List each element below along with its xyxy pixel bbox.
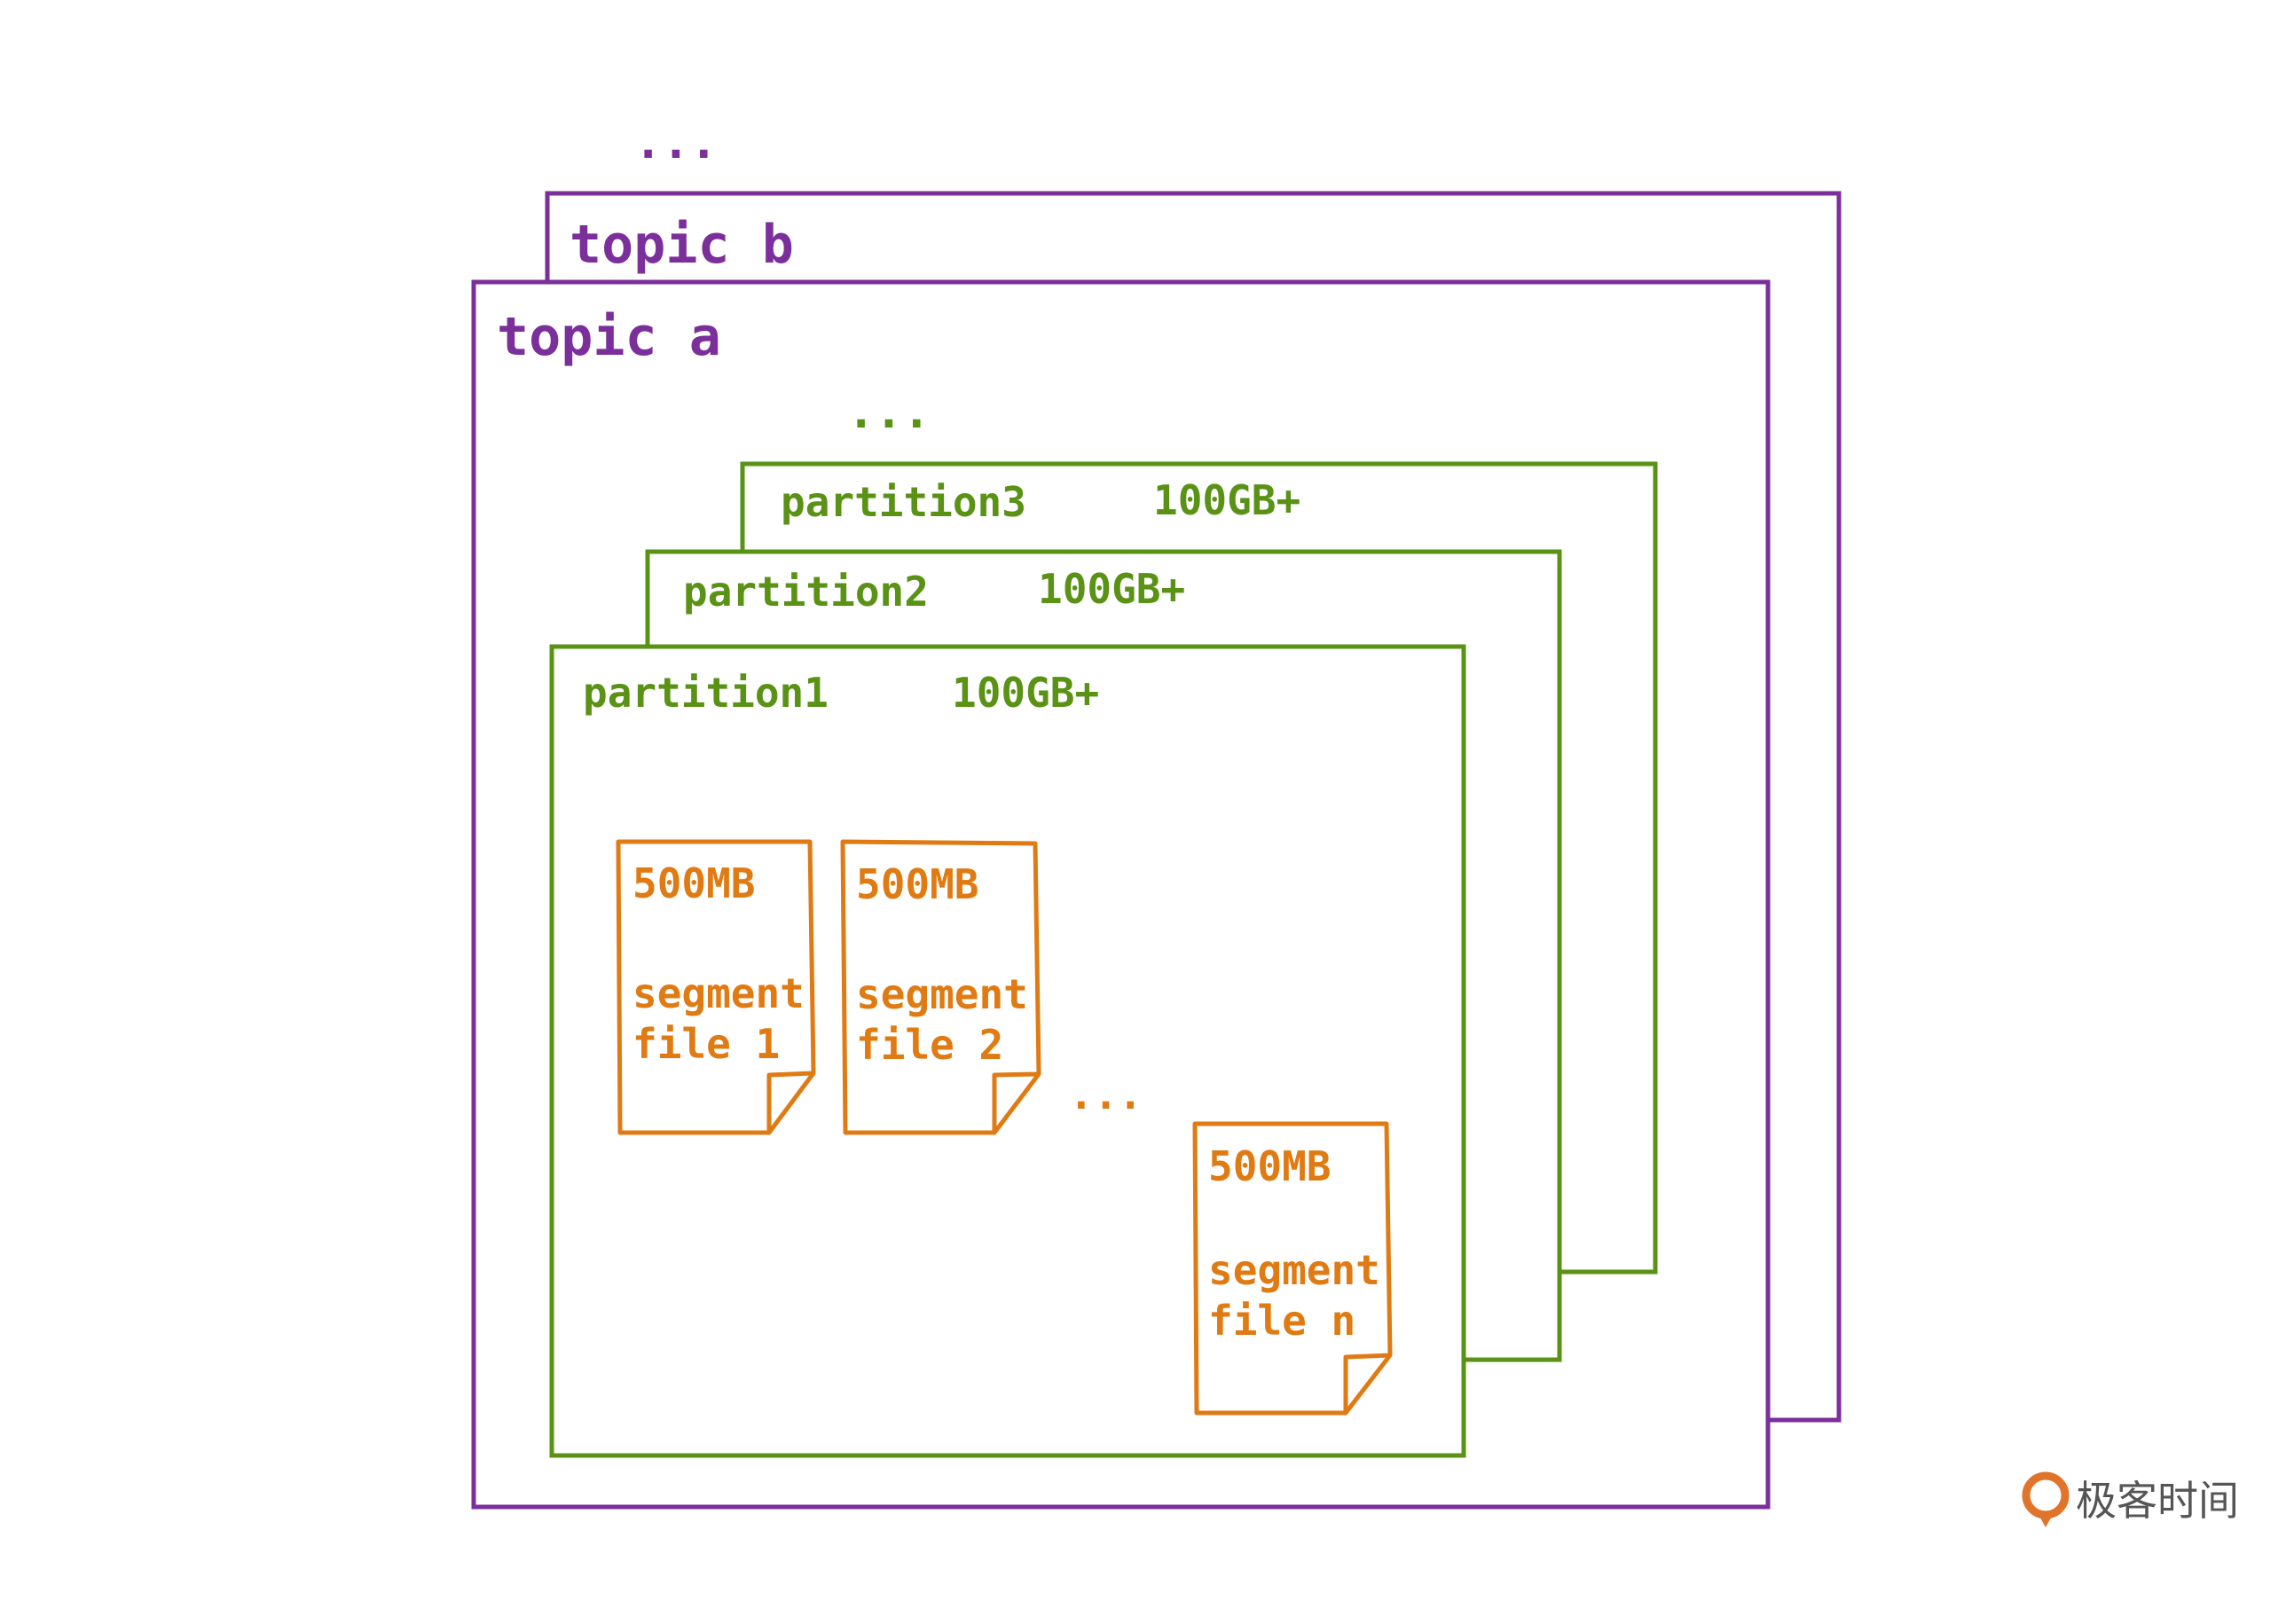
partition3-name: partition3 bbox=[781, 478, 1026, 526]
partition2-size: 100GB+ bbox=[1038, 565, 1185, 613]
segment-1-size: 500MB bbox=[632, 859, 755, 907]
segment-n-line1: segment bbox=[1208, 1246, 1380, 1294]
segment-2-line1: segment bbox=[856, 970, 1028, 1018]
topic-more-label: ... bbox=[634, 116, 718, 169]
partition2-name: partition2 bbox=[683, 568, 929, 616]
topic-a-label: topic a bbox=[497, 306, 721, 368]
segment-file-2: 500MB segment file 2 bbox=[840, 839, 1041, 1135]
geektime-logo-icon bbox=[2022, 1471, 2070, 1527]
segment-file-1: 500MB segment file 1 bbox=[616, 839, 816, 1135]
document-icon bbox=[616, 839, 816, 1135]
partition-more-label: ... bbox=[847, 386, 931, 439]
topic-b-label: topic b bbox=[570, 214, 794, 276]
topic-a-frame bbox=[471, 279, 1771, 1510]
segment-n-line2: file n bbox=[1208, 1297, 1355, 1345]
brand-name: 极客时间 bbox=[2076, 1477, 2239, 1525]
partition3-size: 100GB+ bbox=[1153, 476, 1300, 524]
brand-logo: 极客时间 bbox=[2022, 1471, 2239, 1527]
segment-more-label: ... bbox=[1069, 1071, 1143, 1118]
segment-1-line1: segment bbox=[632, 969, 805, 1017]
partition1-name: partition1 bbox=[583, 669, 829, 717]
segment-2-size: 500MB bbox=[856, 860, 978, 908]
segment-n-size: 500MB bbox=[1208, 1142, 1331, 1190]
document-icon bbox=[1192, 1121, 1393, 1416]
partition1-frame bbox=[549, 644, 1466, 1458]
partition3-frame bbox=[740, 461, 1658, 1275]
partition1-size: 100GB+ bbox=[952, 669, 1099, 717]
segment-1-line2: file 1 bbox=[632, 1020, 780, 1068]
document-icon bbox=[840, 839, 1041, 1135]
partition2-frame bbox=[645, 549, 1562, 1362]
segment-file-n: 500MB segment file n bbox=[1192, 1121, 1393, 1416]
segment-2-line2: file 2 bbox=[856, 1021, 1003, 1069]
topic-b-frame bbox=[545, 191, 1842, 1423]
